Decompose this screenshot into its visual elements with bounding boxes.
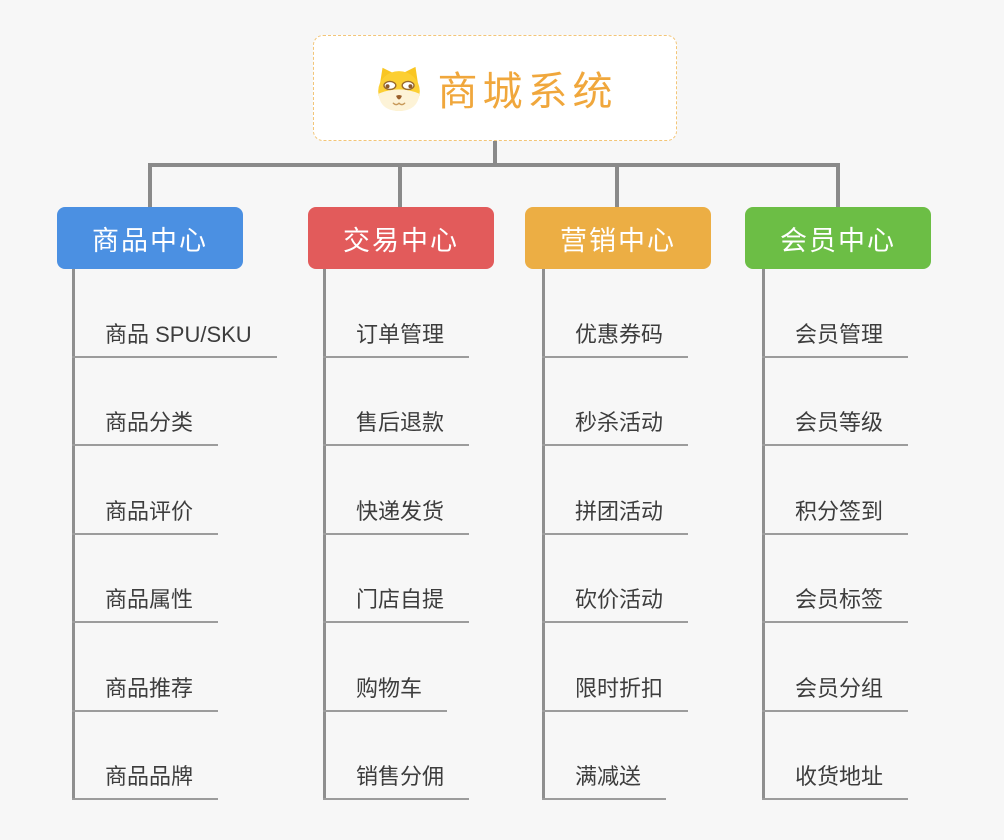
child-row: 商品评价 [72,446,277,535]
child-topic[interactable]: 销售分佣 [323,759,470,800]
child-row: 商品属性 [72,535,277,623]
child-topic[interactable]: 拼团活动 [542,494,689,535]
branch-children-marketing: 优惠券码 秒杀活动 拼团活动 砍价活动 限时折扣 满减送 [542,269,689,800]
child-topic[interactable]: 订单管理 [323,317,470,358]
child-row: 快递发货 [323,446,470,535]
child-topic[interactable]: 会员分组 [762,671,909,712]
child-row: 购物车 [323,623,469,712]
branch-node-member-center[interactable]: 会员中心 [745,207,931,269]
child-row: 积分签到 [762,446,909,535]
child-row: 商品品牌 [72,712,277,800]
child-row: 满减送 [542,712,688,800]
connector-drop-marketing [615,163,619,209]
child-topic[interactable]: 售后退款 [323,405,470,446]
connector-drop-product [148,163,152,209]
child-row: 商品 SPU/SKU [72,269,277,358]
child-row: 限时折扣 [542,623,689,712]
child-topic[interactable]: 会员等级 [762,405,909,446]
connector-bus [148,163,840,167]
child-row: 会员管理 [762,269,909,358]
child-row: 订单管理 [323,269,470,358]
child-row: 优惠券码 [542,269,689,358]
child-topic[interactable]: 限时折扣 [542,671,689,712]
child-topic[interactable]: 会员管理 [762,317,909,358]
child-row: 砍价活动 [542,535,689,623]
connector-root-stub [493,141,497,167]
child-topic[interactable]: 商品属性 [72,582,219,623]
child-topic[interactable]: 积分签到 [762,494,909,535]
child-topic[interactable]: 商品品牌 [72,759,219,800]
child-row: 秒杀活动 [542,358,689,446]
child-topic[interactable]: 门店自提 [323,582,470,623]
connector-drop-member [836,163,840,209]
branch-node-marketing-center[interactable]: 营销中心 [525,207,711,269]
branch-children-member: 会员管理 会员等级 积分签到 会员标签 会员分组 收货地址 [762,269,909,800]
child-row: 会员标签 [762,535,909,623]
root-node-title: 商城系统 [437,70,618,114]
child-row: 商品分类 [72,358,277,446]
child-topic[interactable]: 收货地址 [762,759,909,800]
child-row: 收货地址 [762,712,909,800]
child-topic[interactable]: 商品 SPU/SKU [72,317,277,358]
child-topic[interactable]: 砍价活动 [542,582,689,623]
child-topic[interactable]: 商品分类 [72,405,219,446]
child-row: 会员分组 [762,623,909,712]
child-topic[interactable]: 快递发货 [323,494,470,535]
child-row: 会员等级 [762,358,909,446]
child-row: 售后退款 [323,358,470,446]
branch-children-trade: 订单管理 售后退款 快递发货 门店自提 购物车 销售分佣 [323,269,470,800]
child-topic[interactable]: 商品评价 [72,494,219,535]
child-topic[interactable]: 秒杀活动 [542,405,689,446]
root-node[interactable]: 商城系统 [313,35,677,141]
child-topic[interactable]: 优惠券码 [542,317,689,358]
branch-node-trade-center[interactable]: 交易中心 [308,207,494,269]
child-topic[interactable]: 满减送 [542,759,667,800]
child-row: 拼团活动 [542,446,689,535]
child-row: 门店自提 [323,535,470,623]
branch-children-product: 商品 SPU/SKU 商品分类 商品评价 商品属性 商品推荐 商品品牌 [72,269,277,800]
child-row: 商品推荐 [72,623,277,712]
child-topic[interactable]: 会员标签 [762,582,909,623]
connector-drop-trade [398,163,402,209]
child-topic[interactable]: 商品推荐 [72,671,219,712]
child-topic[interactable]: 购物车 [323,671,448,712]
child-row: 销售分佣 [323,712,470,800]
dog-face-icon [373,65,425,112]
branch-node-product-center[interactable]: 商品中心 [57,207,243,269]
